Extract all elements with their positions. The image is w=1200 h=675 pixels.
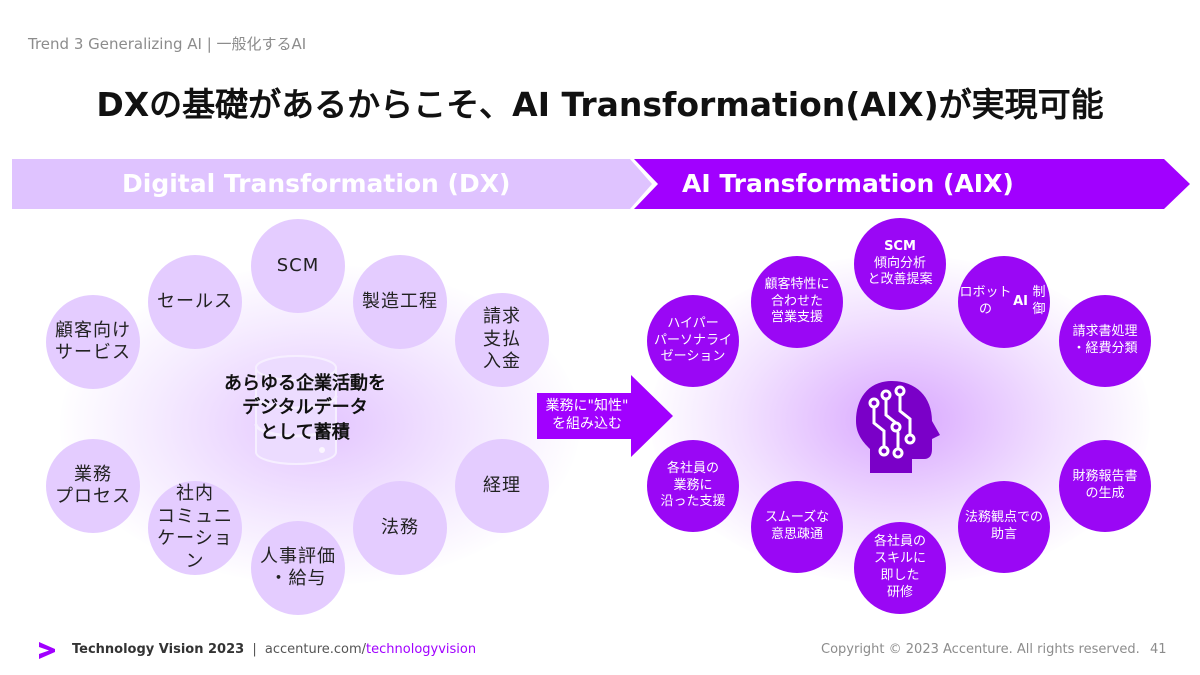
- aix-circle-employee-support: 各社員の 業務に 沿った支援: [647, 440, 739, 532]
- page-number: 41: [1150, 642, 1167, 657]
- dx-circle-business-process: 業務 プロセス: [46, 439, 140, 533]
- dx-band: [12, 159, 652, 209]
- dx-circle-manufacturing: 製造工程: [353, 255, 447, 349]
- copyright-text: Copyright © 2023 Accenture. All rights r…: [821, 642, 1140, 657]
- dx-circle-customer-service: 顧客向け サービス: [46, 295, 140, 389]
- aix-scm-body: 傾向分析 と改善提案: [867, 255, 933, 288]
- dx-center-text: あらゆる企業活動を デジタルデータ として蓄積: [224, 373, 386, 443]
- footer-brand-line: Technology Vision 2023 | accenture.com/t…: [72, 642, 476, 657]
- dx-circle-hr: 人事評価 ・給与: [251, 521, 345, 615]
- database-icon: [254, 355, 338, 465]
- footer-url-prefix[interactable]: accenture.com/: [264, 642, 367, 657]
- trend-label: Trend 3 Generalizing AI | 一般化するAI: [28, 35, 307, 53]
- accenture-chevron-icon: [39, 642, 55, 659]
- footer-url-highlight[interactable]: technologyvision: [366, 642, 477, 657]
- aix-circle-sales-support: 顧客特性に 合わせた 営業支援: [751, 256, 843, 348]
- aix-circle-hyper-personalization: ハイパー パーソナライ ゼーション: [647, 295, 739, 387]
- aix-circle-legal-advice: 法務観点での 助言: [958, 481, 1050, 573]
- dx-circle-sales: セールス: [148, 255, 242, 349]
- dx-circle-accounting: 経理: [455, 439, 549, 533]
- dx-circle-communication: 社内 コミュニ ケーション: [148, 481, 242, 575]
- dx-circle-scm: SCM: [251, 219, 345, 313]
- aix-scm-heading: SCM: [884, 238, 916, 254]
- transition-arrow-label: 業務に"知性" を組み込む: [545, 398, 629, 433]
- footer-separator: |: [252, 642, 257, 657]
- aix-circle-skill-training: 各社員の スキルに 即した 研修: [854, 522, 946, 614]
- transition-arrow: [537, 375, 673, 457]
- aix-circle-invoice-processing: 請求書処理 ・経費分類: [1059, 295, 1151, 387]
- slide-title: DXの基礎があるからこそ、AI Transformation(AIX)が実現可能: [96, 85, 1104, 124]
- aix-band: [634, 159, 1190, 209]
- footer-brand: Technology Vision 2023: [72, 642, 245, 657]
- aix-circle-financial-report: 財務報告書 の生成: [1059, 440, 1151, 532]
- aix-band-label: AI Transformation (AIX): [682, 169, 1014, 198]
- aix-circle-communication: スムーズな 意思疎通: [751, 481, 843, 573]
- dx-circle-billing: 請求 支払 入金: [455, 293, 549, 387]
- dx-band-label: Digital Transformation (DX): [122, 169, 511, 198]
- ai-head-icon: [856, 381, 940, 473]
- dx-circle-legal: 法務: [353, 481, 447, 575]
